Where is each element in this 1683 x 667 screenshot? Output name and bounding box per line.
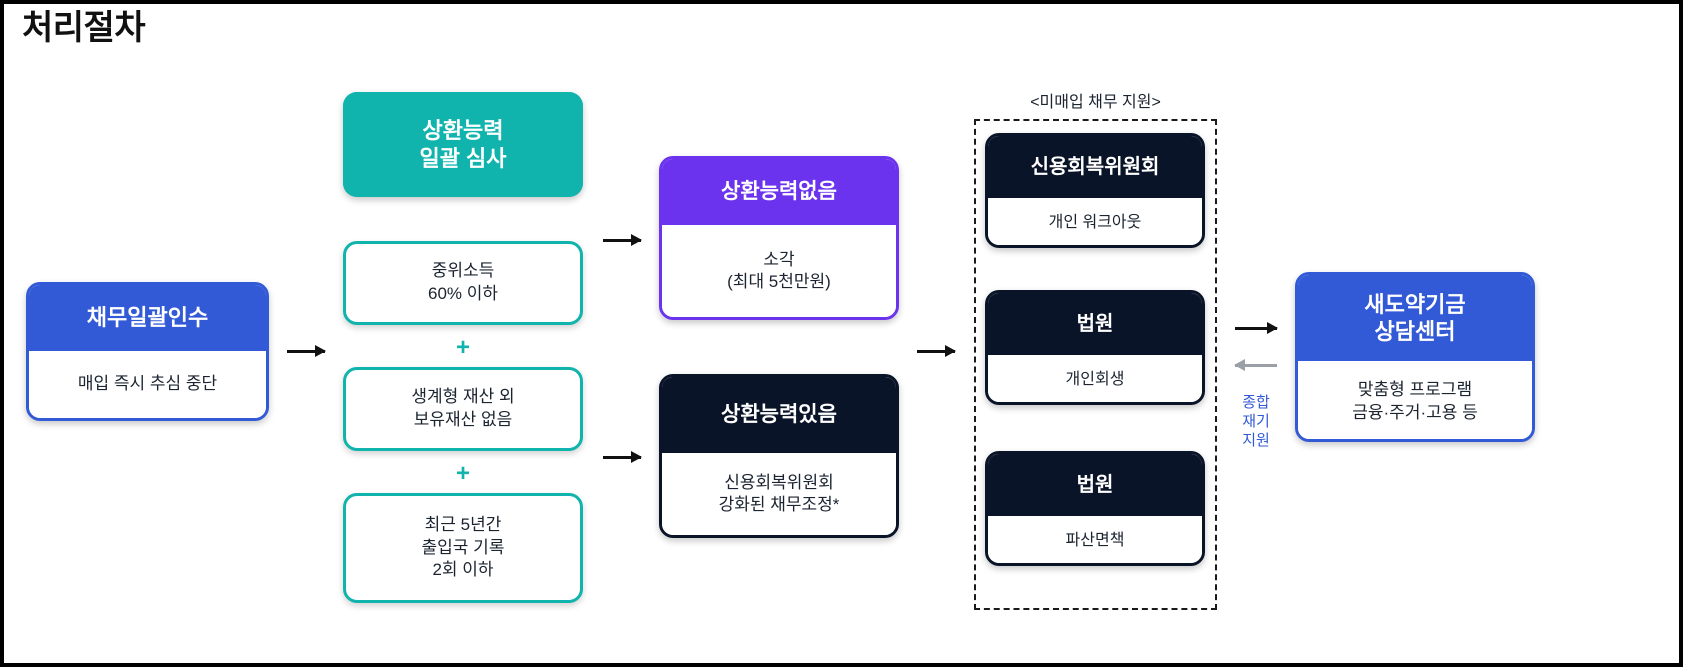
criteria-box-income: 중위소득 60% 이하 xyxy=(343,241,583,325)
arrow-shaft-icon xyxy=(603,450,642,463)
has-repayment-body-line1: 신용회복위원회 xyxy=(724,472,834,492)
arrow-center-to-support xyxy=(1234,356,1277,374)
center-body-line2: 금융·주거·고용 등 xyxy=(1352,402,1478,422)
card-court-rehabilitation: 법원 개인회생 xyxy=(985,290,1205,405)
card-no-repayment-header: 상환능력없음 xyxy=(662,159,896,225)
review-header-line1: 상환능력 xyxy=(422,118,504,143)
center-header-line1: 새도약기금 xyxy=(1364,291,1466,317)
arrow-criteria-to-no-repayment xyxy=(603,231,642,249)
criteria-2-line1: 최근 5년간 xyxy=(424,514,502,534)
card-center-header: 새도약기금 상담센터 xyxy=(1298,275,1532,361)
criteria-2-line2: 출입국 기록 xyxy=(421,537,505,557)
arrow-results-to-support-group xyxy=(917,342,956,360)
card-credit-counseling-committee: 신용회복위원회 개인 워크아웃 xyxy=(985,133,1205,248)
card-debt-acquisition-body: 매입 즉시 추심 중단 xyxy=(29,351,266,418)
support-group-dashed-container xyxy=(974,119,1217,610)
criteria-0-line1: 중위소득 xyxy=(431,261,495,281)
plus-separator-2: + xyxy=(455,460,470,487)
support-0-header: 신용회복위원회 xyxy=(988,136,1202,198)
support-1-body: 개인회생 xyxy=(988,355,1202,402)
support-0-body: 개인 워크아웃 xyxy=(988,198,1202,245)
criteria-0-line2: 60% 이하 xyxy=(427,284,499,303)
arrow-shaft-icon xyxy=(1234,358,1277,371)
card-debt-acquisition-header: 채무일괄인수 xyxy=(29,285,266,351)
arrow-acquisition-to-review xyxy=(287,342,326,360)
relabel-line3: 지원 xyxy=(1242,431,1270,449)
reintegration-support-label: 종합 재기 지원 xyxy=(1230,394,1282,450)
arrow-criteria-to-can-repay xyxy=(603,448,642,466)
support-2-body: 파산면책 xyxy=(988,516,1202,563)
arrow-shaft-icon xyxy=(287,344,326,357)
card-has-repayment-body: 신용회복위원회 강화된 채무조정* xyxy=(662,453,896,535)
center-body-line1: 맞춤형 프로그램 xyxy=(1357,380,1473,400)
support-2-header: 법원 xyxy=(988,454,1202,516)
center-header-line2: 상담센터 xyxy=(1374,319,1456,344)
review-header-line2: 일괄 심사 xyxy=(419,145,507,171)
criteria-box-assets: 생계형 재산 외 보유재산 없음 xyxy=(343,367,583,451)
card-repayment-review-header: 상환능력 일괄 심사 xyxy=(343,92,583,197)
card-debt-acquisition: 채무일괄인수 매입 즉시 추심 중단 xyxy=(26,282,269,421)
relabel-line2: 재기 xyxy=(1242,412,1270,430)
card-court-bankruptcy: 법원 파산면책 xyxy=(985,451,1205,566)
has-repayment-body-line2: 강화된 채무조정* xyxy=(718,495,840,514)
arrow-shaft-icon xyxy=(917,344,956,357)
no-repayment-body-line2: (최대 5천만원) xyxy=(727,272,831,291)
arrow-support-to-center xyxy=(1235,319,1278,337)
criteria-1-line1: 생계형 재산 외 xyxy=(411,387,515,407)
criteria-2-line3: 2회 이하 xyxy=(432,560,494,580)
plus-separator-1: + xyxy=(455,334,470,361)
page-title: 처리절차 xyxy=(22,9,146,47)
criteria-1-line2: 보유재산 없음 xyxy=(413,410,513,429)
card-new-leap-fund-center: 새도약기금 상담센터 맞춤형 프로그램 금융·주거·고용 등 xyxy=(1295,272,1535,442)
arrow-shaft-icon xyxy=(1235,321,1278,334)
card-no-repayment-ability: 상환능력없음 소각 (최대 5천만원) xyxy=(659,156,899,320)
no-repayment-body-line1: 소각 xyxy=(763,249,795,269)
arrow-shaft-icon xyxy=(603,233,642,246)
card-has-repayment-ability: 상환능력있음 신용회복위원회 강화된 채무조정* xyxy=(659,374,899,538)
criteria-box-travel-record: 최근 5년간 출입국 기록 2회 이하 xyxy=(343,493,583,603)
card-no-repayment-body: 소각 (최대 5천만원) xyxy=(662,225,896,317)
support-1-header: 법원 xyxy=(988,293,1202,355)
card-has-repayment-header: 상환능력있음 xyxy=(662,377,896,453)
relabel-line1: 종합 xyxy=(1242,394,1270,411)
support-group-caption: <미매입 채무 지원> xyxy=(1030,94,1161,111)
card-center-body: 맞춤형 프로그램 금융·주거·고용 등 xyxy=(1298,361,1532,439)
card-repayment-review: 상환능력 일괄 심사 xyxy=(343,92,583,197)
